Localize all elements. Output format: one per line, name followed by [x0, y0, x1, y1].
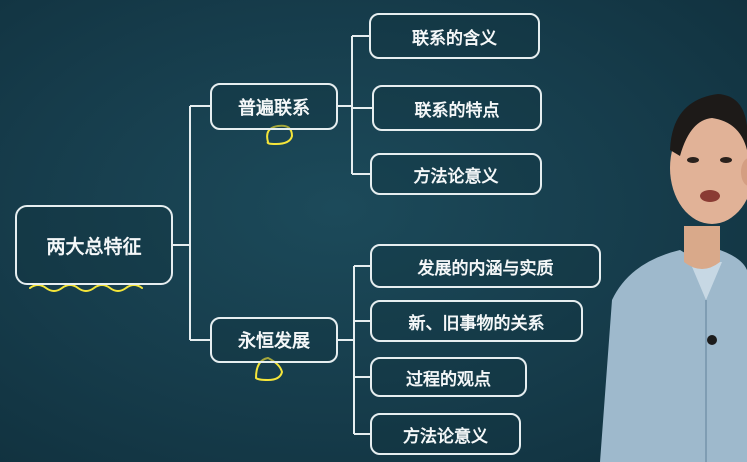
leaf-node-1-3: 方法论意义 — [370, 153, 542, 195]
leaf-label: 新、旧事物的关系 — [408, 313, 545, 334]
leaf-node-1-1: 联系的含义 — [369, 13, 540, 59]
leaf-label: 方法论意义 — [413, 166, 499, 187]
root-node: 两大总特征 — [15, 205, 173, 285]
leaf-node-2-1: 发展的内涵与实质 — [370, 244, 601, 288]
leaf-node-2-4: 方法论意义 — [370, 413, 521, 455]
leaf-label: 联系的含义 — [412, 28, 497, 49]
leaf-label: 过程的观点 — [406, 369, 491, 390]
root-label: 两大总特征 — [46, 235, 142, 258]
branch-label-1: 普遍联系 — [238, 97, 310, 119]
branch-node-1: 普遍联系 — [210, 83, 338, 130]
branch-label-2: 永恒发展 — [238, 331, 310, 352]
branch-node-2: 永恒发展 — [210, 317, 338, 363]
circle-annotation-2 — [255, 356, 284, 382]
leaf-node-2-3: 过程的观点 — [370, 357, 527, 397]
leaf-label: 联系的特点 — [414, 100, 500, 121]
wavy-underline-annotation — [29, 284, 143, 292]
leaf-node-2-2: 新、旧事物的关系 — [370, 300, 583, 342]
leaf-label: 发展的内涵与实质 — [417, 258, 554, 279]
leaf-node-1-2: 联系的特点 — [372, 85, 542, 131]
leaf-label: 方法论意义 — [403, 426, 488, 447]
